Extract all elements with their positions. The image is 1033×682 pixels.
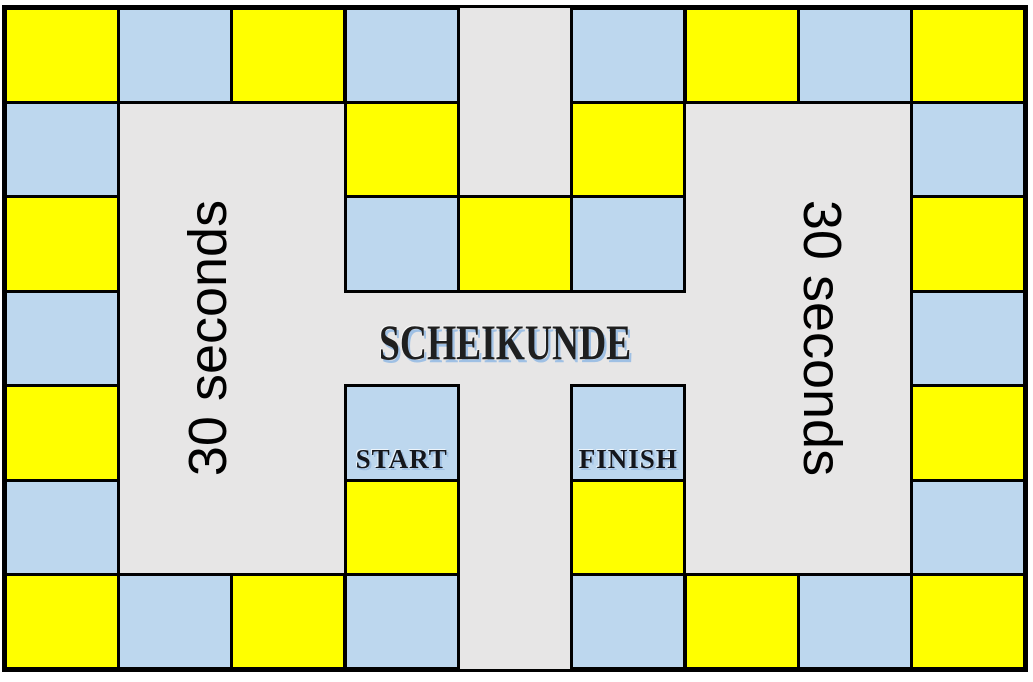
game-board: SCHEIKUNDE 30 seconds 30 seconds START FI… (2, 5, 1028, 672)
board-cell-r6c9 (910, 478, 1027, 577)
board-cell-r6c4 (343, 478, 460, 577)
board-cell-r1c9 (910, 6, 1027, 104)
board-cell-r4c9 (910, 289, 1027, 388)
board-cell-r3c5 (456, 195, 574, 293)
board-cell-r3c1 (3, 195, 120, 293)
finish-label: FINISH (578, 443, 678, 474)
board-cell-r1c1 (3, 6, 120, 104)
left-timer-label: 30 seconds (178, 199, 238, 477)
board-cell-r1c6 (570, 6, 687, 104)
start-label: START (355, 443, 448, 474)
board-cell-r7c7 (683, 573, 800, 671)
board-cell-r6c6 (570, 478, 687, 577)
board-cell-r4c1 (3, 289, 120, 388)
board-track: SCHEIKUNDE 30 seconds 30 seconds START FI… (3, 6, 1027, 671)
board-cell-r3c9 (910, 195, 1027, 293)
board-cell-r1c7 (683, 6, 800, 104)
board-cell-r7c9 (910, 573, 1027, 671)
board-cell-r6c1 (3, 478, 120, 577)
board-cell-r3c6 (570, 195, 687, 293)
board-cell-r7c4 (343, 573, 460, 671)
board-cell-r2c9 (910, 100, 1027, 199)
finish-cell: FINISH (570, 384, 687, 482)
start-cell: START (343, 384, 460, 482)
board-cell-r7c2 (116, 573, 234, 671)
board-cell-r1c2 (116, 6, 234, 104)
board-title: SCHEIKUNDE (205, 315, 805, 369)
right-timer-label: 30 seconds (792, 199, 852, 477)
board-cell-r2c4 (343, 100, 460, 199)
board-cell-r2c1 (3, 100, 120, 199)
board-cell-r7c1 (3, 573, 120, 671)
board-cell-r7c3 (230, 573, 347, 671)
board-cell-r7c6 (570, 573, 687, 671)
board-cell-r5c1 (3, 384, 120, 482)
board-cell-r7c8 (796, 573, 914, 671)
board-cell-r1c4 (343, 6, 460, 104)
board-cell-r1c8 (796, 6, 914, 104)
board-cell-r1c3 (230, 6, 347, 104)
board-cell-r2c6 (570, 100, 687, 199)
board-title-text: SCHEIKUNDE (378, 314, 632, 370)
board-cell-r5c9 (910, 384, 1027, 482)
board-cell-r3c4 (343, 195, 460, 293)
